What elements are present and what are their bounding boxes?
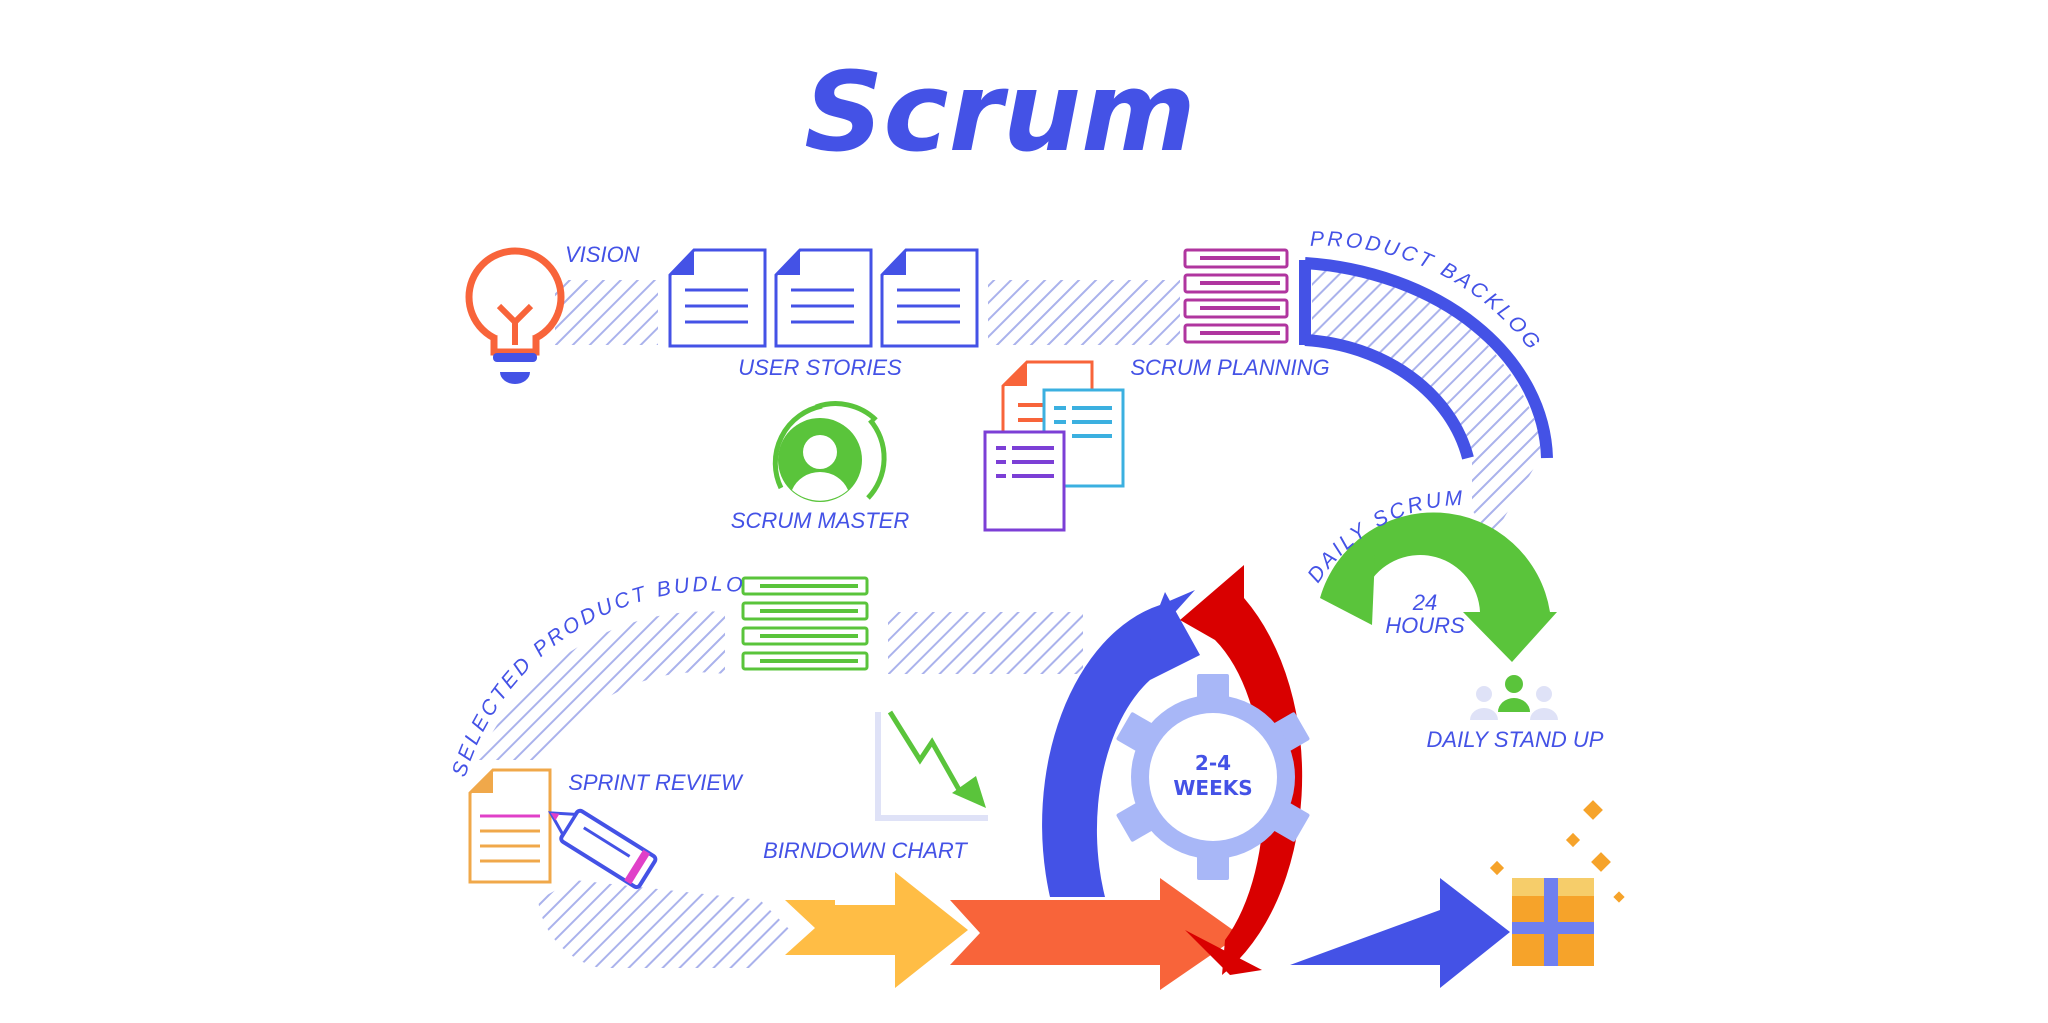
scrum-planning-label: SCRUM PLANNING xyxy=(1130,355,1329,380)
cycle-duration-label-line1: 2-4 xyxy=(1195,751,1231,775)
hatched-flow-path xyxy=(478,268,1540,968)
document-icon xyxy=(774,248,873,348)
team-icon xyxy=(1470,675,1558,720)
page-title: Scrum xyxy=(804,48,1196,176)
user-stories-documents xyxy=(668,248,979,348)
flow-arrows xyxy=(785,872,1510,990)
burndown-chart-icon xyxy=(875,710,988,821)
user-stories-label: USER STORIES xyxy=(738,355,902,380)
gift-box-icon xyxy=(1512,878,1594,966)
sprint-review-label: SPRINT REVIEW xyxy=(568,770,744,795)
document-icon xyxy=(668,248,767,348)
burndown-chart-label: BIRNDOWN CHART xyxy=(763,838,968,863)
backlog-stack-icon xyxy=(1183,248,1289,344)
backlog-stack-icon xyxy=(741,576,869,671)
sparkle-icon xyxy=(1489,800,1625,903)
sprint-cycle xyxy=(1042,565,1303,975)
daily-stand-up-label: DAILY STAND UP xyxy=(1427,727,1604,752)
documents-stack-icon xyxy=(983,360,1125,532)
cycle-duration-label-line2: WEEKS xyxy=(1173,776,1252,800)
pen-icon xyxy=(547,808,658,890)
sprint-review-document xyxy=(468,768,552,884)
hours-label-line1: 24 xyxy=(1412,590,1437,615)
user-avatar-icon xyxy=(772,401,887,502)
document-icon xyxy=(880,248,979,348)
scrum-master-label: SCRUM MASTER xyxy=(731,508,910,533)
daily-scrum-arrow xyxy=(1320,512,1557,662)
hours-label-line2: HOURS xyxy=(1385,613,1465,638)
gear-icon xyxy=(1116,674,1310,880)
vision-label: VISION xyxy=(565,242,640,267)
lightbulb-icon xyxy=(465,247,565,384)
